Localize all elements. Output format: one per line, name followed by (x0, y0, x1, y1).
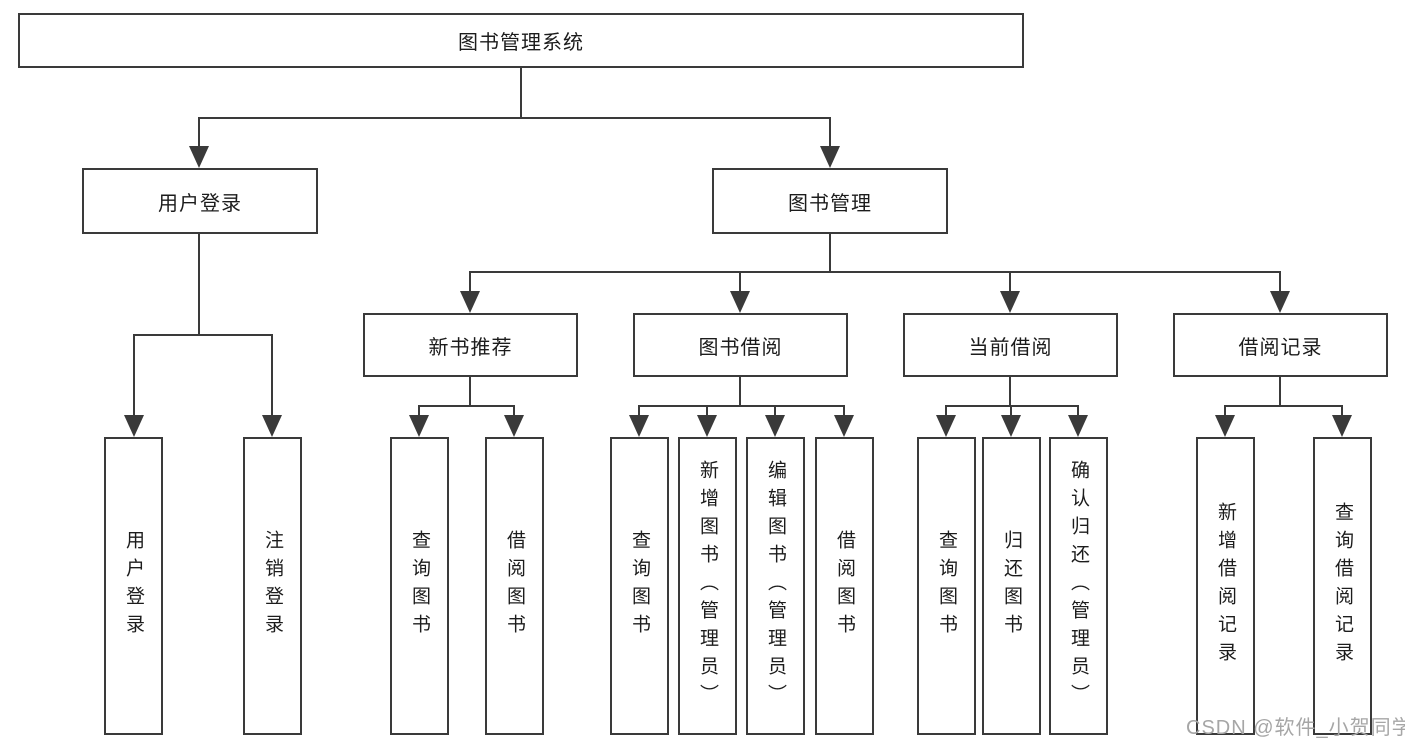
node-user-login: 用户登录 (82, 168, 318, 234)
node-current-borrow: 当前借阅 (903, 313, 1118, 377)
leaf-query-books-current: 查询图书 (917, 437, 976, 735)
leaf-add-borrow-record: 新增借阅记录 (1196, 437, 1255, 735)
node-label: 用户登录 (123, 530, 144, 642)
node-book-management: 图书管理 (712, 168, 948, 234)
node-label: 查询借阅记录 (1332, 502, 1353, 670)
node-label: 确认归还（管理员） (1068, 460, 1089, 712)
leaf-add-books-admin: 新增图书（管理员） (678, 437, 737, 735)
node-library-system: 图书管理系统 (18, 13, 1024, 68)
node-label: 新书推荐 (428, 336, 513, 359)
node-label: 当前借阅 (968, 336, 1053, 359)
node-label: 用户登录 (158, 192, 242, 215)
csdn-watermark: CSDN @软件_小贺同学 (1186, 717, 1405, 739)
leaf-confirm-return-admin: 确认归还（管理员） (1049, 437, 1108, 735)
node-borrow-records: 借阅记录 (1173, 313, 1388, 377)
node-label: 图书管理系统 (458, 32, 584, 54)
node-label: 查询图书 (936, 530, 957, 642)
leaf-borrow-books: 借阅图书 (815, 437, 874, 735)
leaf-query-borrow-record: 查询借阅记录 (1313, 437, 1372, 735)
node-label: 新增借阅记录 (1215, 502, 1236, 670)
node-label: 查询图书 (409, 530, 430, 642)
node-label: 注销登录 (262, 530, 283, 642)
node-book-borrow: 图书借阅 (633, 313, 848, 377)
leaf-user-login: 用户登录 (104, 437, 163, 735)
node-label: 借阅图书 (834, 530, 855, 642)
leaf-borrow-books-recommend: 借阅图书 (485, 437, 544, 735)
node-label: 图书管理 (788, 192, 872, 215)
leaf-edit-books-admin: 编辑图书（管理员） (746, 437, 805, 735)
node-label: 新增图书（管理员） (697, 460, 718, 712)
node-label: 借阅图书 (504, 530, 525, 642)
node-label: 图书借阅 (698, 336, 783, 359)
node-label: 查询图书 (629, 530, 650, 642)
node-label: 借阅记录 (1238, 336, 1323, 359)
node-new-book-recommend: 新书推荐 (363, 313, 578, 377)
leaf-logout: 注销登录 (243, 437, 302, 735)
node-label: 归还图书 (1001, 530, 1022, 642)
leaf-query-books-recommend: 查询图书 (390, 437, 449, 735)
leaf-return-books: 归还图书 (982, 437, 1041, 735)
node-label: 编辑图书（管理员） (765, 460, 786, 712)
leaf-query-books-borrow: 查询图书 (610, 437, 669, 735)
